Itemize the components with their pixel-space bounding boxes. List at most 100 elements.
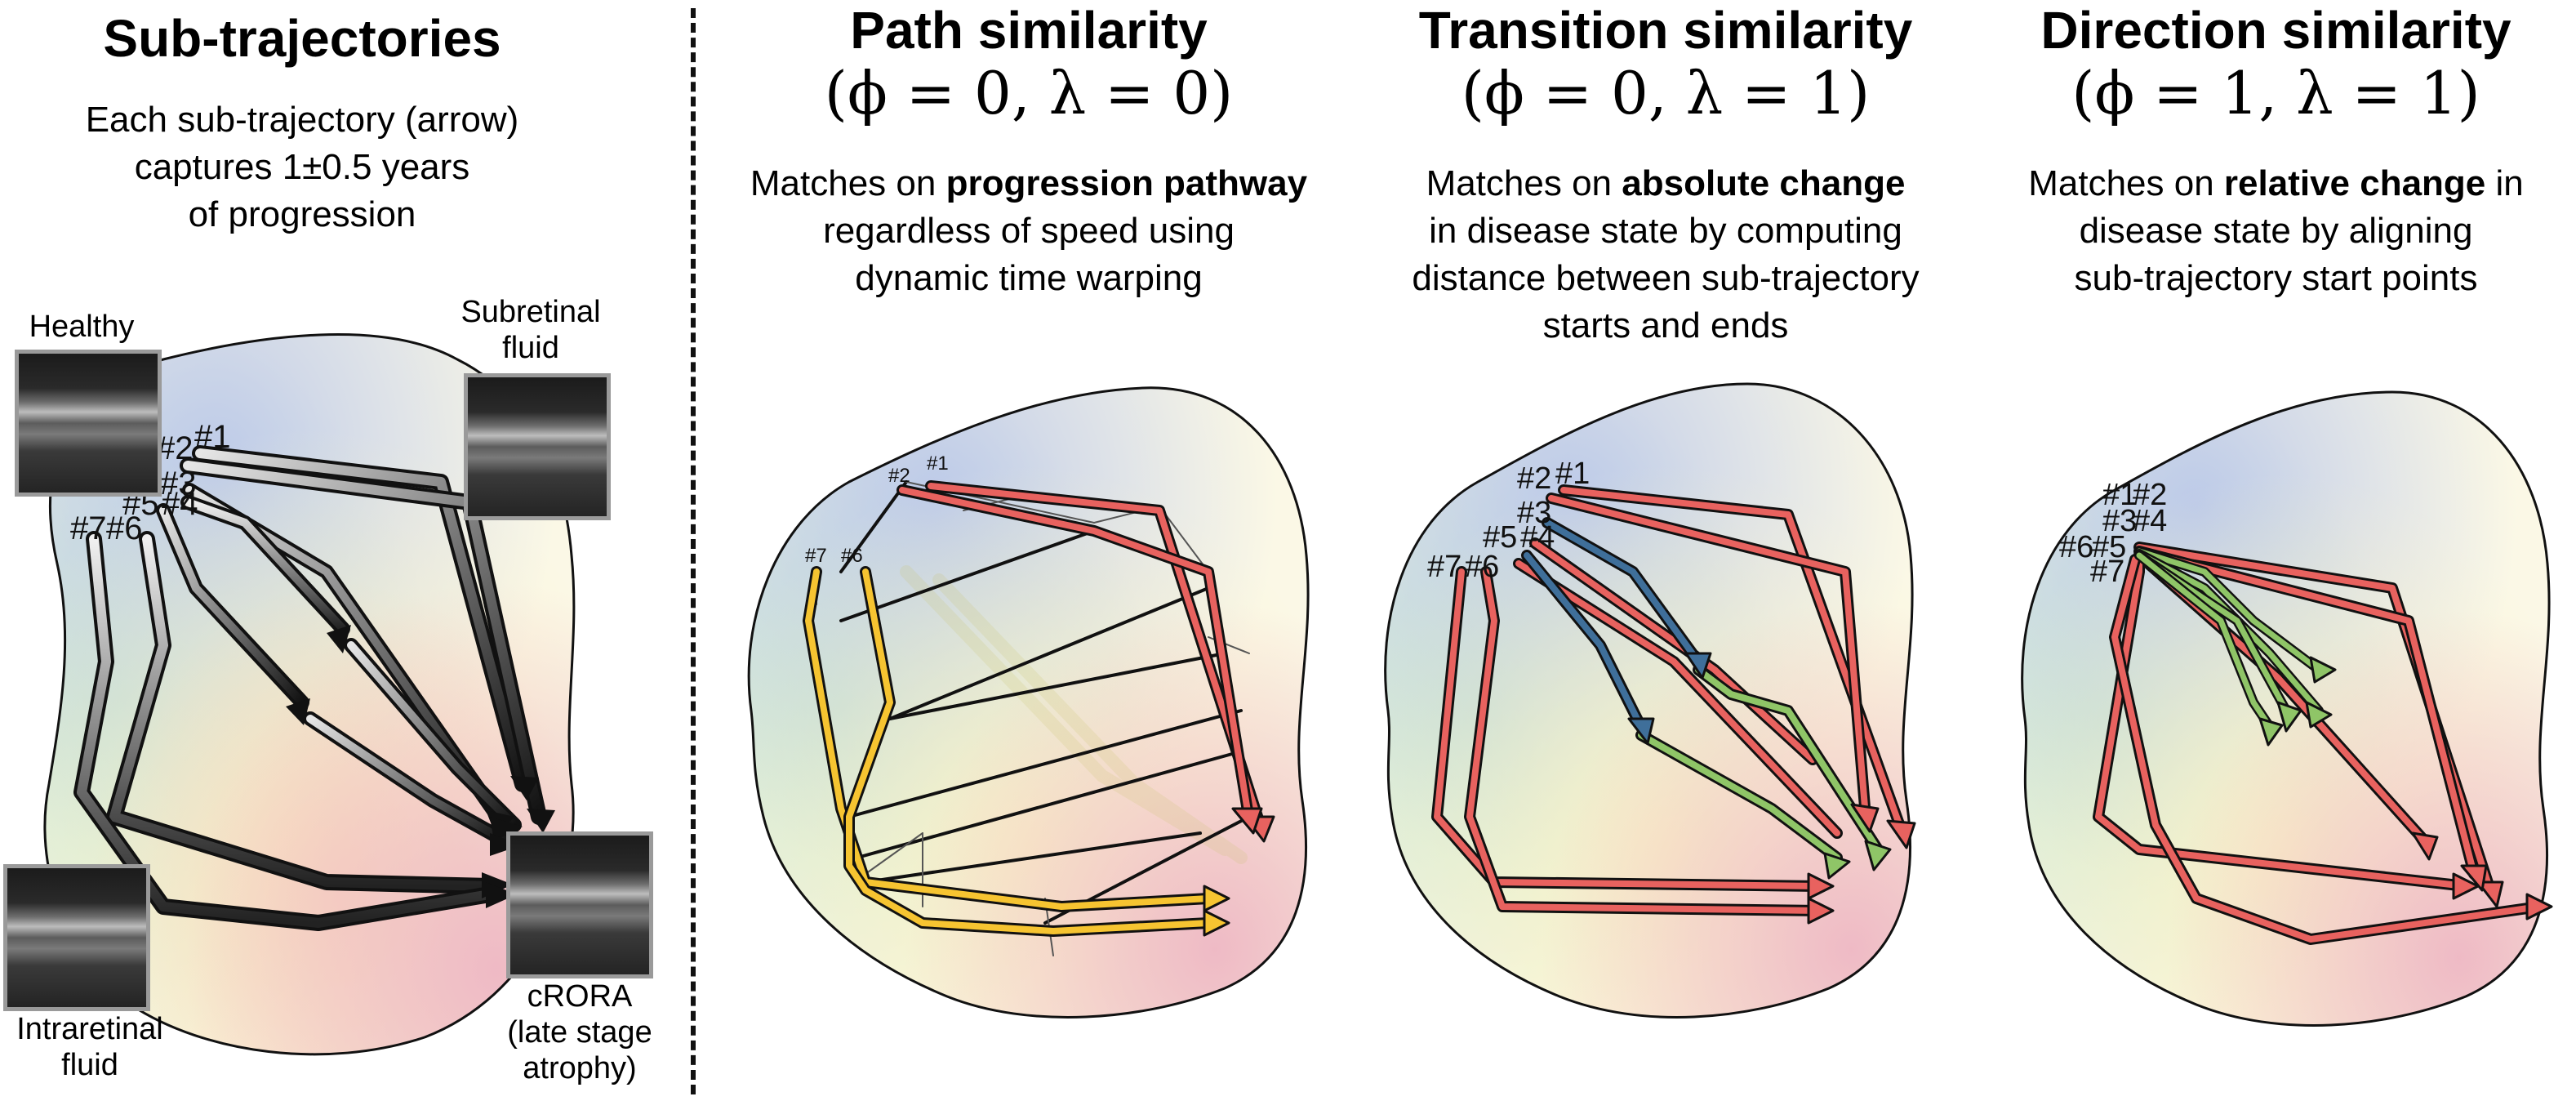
desc-line: distance between sub-trajectory bbox=[1412, 258, 1920, 298]
panel-path-similarity: Path similarity (ϕ = 0, λ = 0) Matches o… bbox=[719, 0, 1339, 1101]
panel-description: Matches on progression pathway regardles… bbox=[719, 160, 1339, 302]
formula: (ϕ = 0, λ = 0) bbox=[824, 59, 1234, 127]
panel-title: Path similarity bbox=[850, 1, 1208, 60]
label-intraretinal: Intraretinal fluid bbox=[0, 1011, 180, 1083]
panel-direction-similarity: Direction similarity (ϕ = 1, λ = 1) Matc… bbox=[1976, 0, 2576, 1101]
red-trajectories bbox=[1431, 484, 1908, 916]
desc-line: regardless of speed using bbox=[823, 211, 1235, 251]
label-6: #6 bbox=[1465, 550, 1499, 584]
label-2: #2 bbox=[1517, 461, 1551, 496]
label-6: #6 bbox=[106, 510, 143, 546]
trajectory-labels-4: #1 #2 #3 #4 #5 #6 #7 bbox=[2059, 478, 2167, 589]
yellow-trajectories bbox=[803, 566, 1214, 937]
desc-line: Matches on absolute change bbox=[1355, 160, 1976, 207]
desc-line: Each sub-trajectory (arrow) bbox=[85, 100, 519, 140]
label-1: #1 bbox=[927, 452, 949, 475]
label-7: #7 bbox=[805, 545, 827, 567]
desc-line: captures 1±0.5 years bbox=[134, 147, 470, 187]
trajectory-4 bbox=[180, 495, 522, 832]
label-7: #7 bbox=[70, 510, 107, 546]
trajectory-labels-1: #1 #2 #3 #4 #5 #6 #7 bbox=[70, 419, 231, 546]
label-crora: cRORA (late stage atrophy) bbox=[490, 978, 670, 1086]
desc-text: Matches on bbox=[2028, 163, 2224, 203]
label-line: Subretinal bbox=[460, 295, 601, 329]
desc-line: disease state by aligning bbox=[2079, 211, 2473, 251]
label-6: #6 bbox=[841, 545, 863, 567]
direction-similarity-trajectories bbox=[2093, 542, 2553, 945]
label-3: #3 bbox=[2102, 504, 2137, 538]
red-trajectories bbox=[896, 480, 1267, 835]
label-6: #6 bbox=[2059, 530, 2093, 564]
panel-description: Each sub-trajectory (arrow) captures 1±0… bbox=[0, 96, 604, 238]
desc-line: dynamic time warping bbox=[855, 258, 1203, 298]
label-1: #1 bbox=[194, 419, 231, 455]
label-4: #4 bbox=[162, 486, 198, 522]
label-7: #7 bbox=[2090, 555, 2124, 589]
desc-bold: absolute change bbox=[1622, 163, 1906, 203]
panel-description: Matches on relative change in disease st… bbox=[1976, 160, 2576, 302]
state-space-blob-2 bbox=[747, 386, 1310, 1019]
label-line: fluid bbox=[502, 331, 559, 365]
oct-image-subretinal-fluid bbox=[464, 373, 611, 520]
trajectory-labels-3: #1 #2 #3 #4 #5 #6 #7 bbox=[1427, 457, 1590, 584]
oct-image-healthy bbox=[15, 350, 162, 497]
label-line: fluid bbox=[61, 1048, 118, 1082]
label-line: (late stage bbox=[507, 1015, 652, 1050]
trajectory-1 bbox=[192, 445, 531, 792]
desc-text: Matches on bbox=[750, 163, 946, 203]
desc-bold: relative change bbox=[2223, 163, 2486, 203]
arrowheads bbox=[286, 625, 555, 908]
desc-bold: progression pathway bbox=[945, 163, 1308, 203]
label-2: #2 bbox=[888, 465, 910, 487]
green-trajectories bbox=[1635, 664, 1884, 863]
panel-title: Transition similarity bbox=[1418, 1, 1913, 60]
panel-title: Sub-trajectories bbox=[103, 9, 501, 68]
trajectory-labels-2: #1 #2 #6 #7 bbox=[805, 452, 949, 567]
desc-text: in bbox=[2485, 163, 2524, 203]
dashed-divider bbox=[691, 8, 696, 1094]
label-2: #2 bbox=[157, 430, 194, 466]
trajectory-7 bbox=[73, 531, 498, 931]
formula: (ϕ = 1, λ = 1) bbox=[2071, 59, 2480, 127]
arrowheads-path bbox=[1203, 807, 1275, 937]
desc-line: in disease state by computing bbox=[1429, 211, 1902, 251]
label-line: atrophy) bbox=[523, 1051, 637, 1085]
dtw-matching-lines bbox=[839, 480, 1251, 925]
path-similarity-trajectories bbox=[803, 480, 1275, 956]
panel-sub-trajectories: Sub-trajectories Each sub-trajectory (ar… bbox=[0, 0, 604, 1101]
label-line: cRORA bbox=[527, 979, 633, 1014]
panel-title: Direction similarity bbox=[2040, 1, 2511, 60]
desc-line: Matches on relative change in bbox=[1976, 160, 2576, 207]
label-3: #3 bbox=[160, 466, 197, 501]
oct-image-crora bbox=[506, 831, 653, 978]
blue-trajectories bbox=[1521, 517, 1704, 733]
label-1: #1 bbox=[2102, 478, 2137, 512]
trajectory-6 bbox=[106, 531, 498, 894]
panel-transition-similarity: Transition similarity (ϕ = 0, λ = 1) Mat… bbox=[1355, 0, 1976, 1101]
arrowheads-transition bbox=[1627, 652, 1916, 925]
label-4: #4 bbox=[2133, 504, 2167, 538]
panel-description: Matches on absolute change in disease st… bbox=[1355, 160, 1976, 350]
arrowheads-direction bbox=[2258, 656, 2553, 920]
desc-line: sub-trajectory start points bbox=[2074, 258, 2478, 298]
label-subretinal: Subretinal fluid bbox=[441, 294, 621, 366]
label-line: Intraretinal bbox=[16, 1012, 163, 1046]
label-healthy: Healthy bbox=[29, 310, 135, 344]
green-trajectories bbox=[2134, 546, 2324, 732]
label-1: #1 bbox=[1555, 457, 1590, 491]
desc-line: of progression bbox=[188, 194, 416, 234]
transition-similarity-trajectories bbox=[1431, 484, 1916, 925]
desc-line: starts and ends bbox=[1542, 305, 1789, 345]
sub-trajectories-grey bbox=[73, 445, 555, 931]
label-7: #7 bbox=[1427, 550, 1462, 584]
ghost-trajectories bbox=[900, 565, 1248, 864]
formula: (ϕ = 0, λ = 1) bbox=[1461, 59, 1871, 127]
label-4: #4 bbox=[1520, 520, 1555, 555]
label-3: #3 bbox=[1517, 496, 1551, 530]
label-5: #5 bbox=[1483, 520, 1517, 555]
trajectory-5 bbox=[156, 503, 514, 849]
desc-text: Matches on bbox=[1426, 163, 1622, 203]
label-2: #2 bbox=[2133, 478, 2167, 512]
oct-image-intraretinal-fluid bbox=[3, 864, 150, 1011]
